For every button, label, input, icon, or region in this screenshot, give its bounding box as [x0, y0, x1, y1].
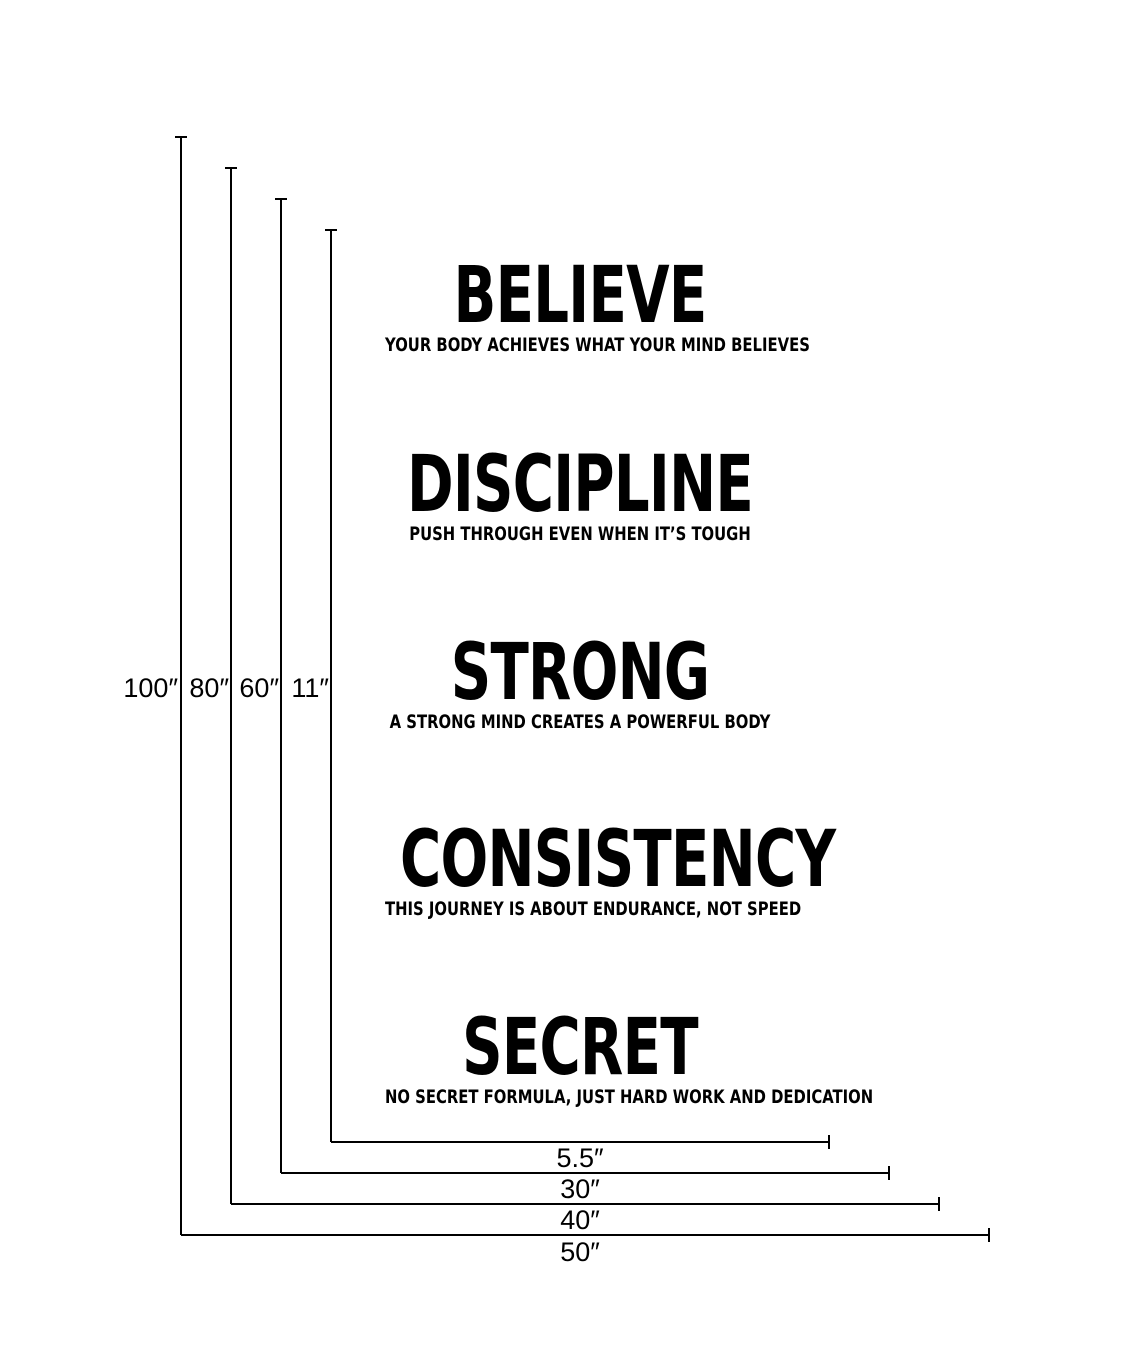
section-word: SECRET	[462, 1003, 698, 1093]
section-tagline: NO SECRET FORMULA, JUST HARD WORK AND DE…	[385, 1086, 874, 1108]
dimension-size-2: 80″ 40″	[189, 167, 940, 1235]
height-label-1: 100″	[123, 673, 178, 703]
section-word: DISCIPLINE	[406, 440, 754, 530]
section-tagline: YOUR BODY ACHIEVES WHAT YOUR MIND BELIEV…	[385, 334, 810, 356]
section-strong: STRONG A STRONG MIND CREATES A POWERFUL …	[330, 633, 830, 733]
width-label-4: 5.5″	[556, 1143, 604, 1173]
section-tagline: THIS JOURNEY IS ABOUT ENDURANCE, NOT SPE…	[385, 898, 802, 920]
section-word: BELIEVE	[453, 251, 707, 341]
section-discipline: DISCIPLINE PUSH THROUGH EVEN WHEN IT’S T…	[330, 445, 830, 545]
width-label-3: 30″	[560, 1174, 600, 1204]
dimension-size-1: 100″ 50″	[123, 136, 990, 1267]
height-label-3: 60″	[239, 673, 279, 703]
dimension-size-4: 11″ 5.5″	[291, 229, 830, 1173]
height-label-2: 80″	[189, 673, 229, 703]
width-label-2: 40″	[560, 1205, 600, 1235]
section-word: STRONG	[450, 628, 710, 718]
height-label-4: 11″	[291, 673, 329, 703]
width-label-1: 50″	[560, 1237, 600, 1267]
section-secret: SECRET NO SECRET FORMULA, JUST HARD WORK…	[330, 1003, 874, 1108]
dimension-size-3: 60″ 30″	[239, 198, 890, 1204]
section-tagline: PUSH THROUGH EVEN WHEN IT’S TOUGH	[409, 523, 751, 545]
section-consistency: CONSISTENCY THIS JOURNEY IS ABOUT ENDURA…	[330, 815, 836, 920]
section-word: CONSISTENCY	[400, 815, 836, 905]
section-believe: BELIEVE YOUR BODY ACHIEVES WHAT YOUR MIN…	[330, 256, 830, 356]
section-tagline: A STRONG MIND CREATES A POWERFUL BODY	[389, 711, 771, 733]
